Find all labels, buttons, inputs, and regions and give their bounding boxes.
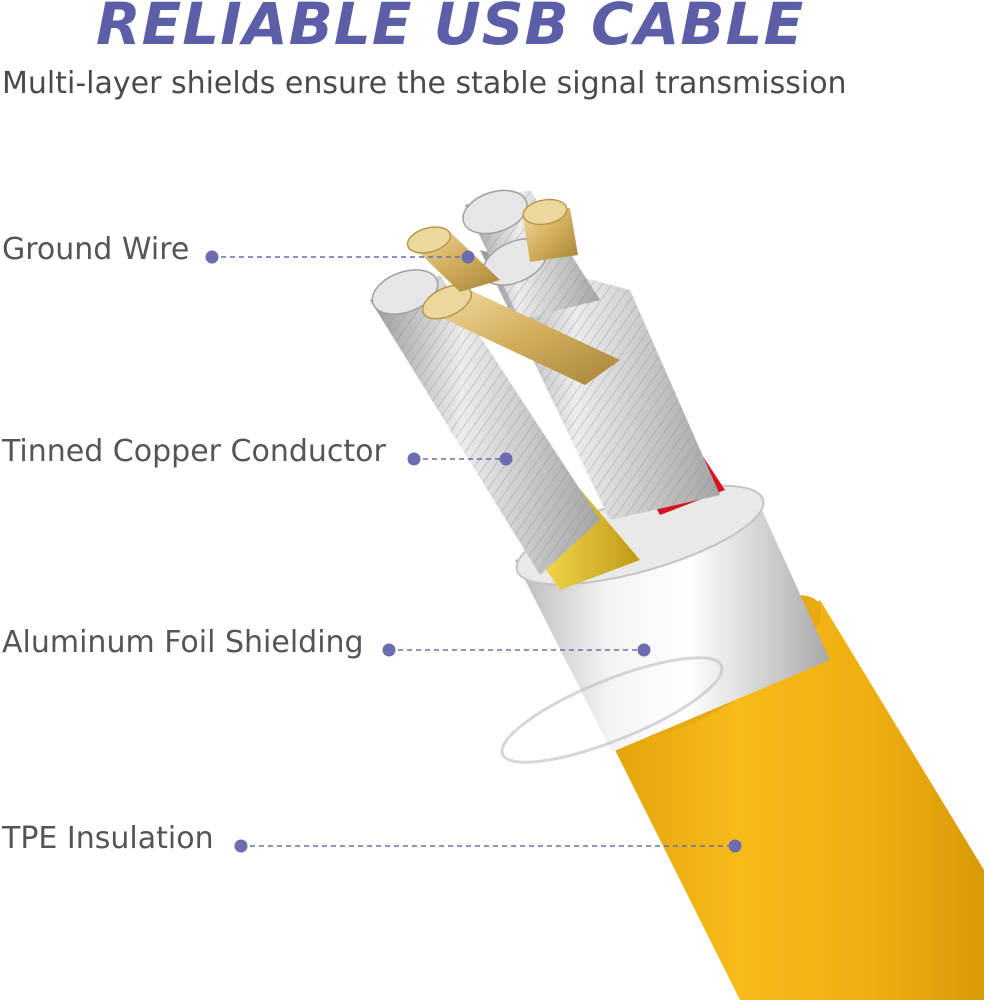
callout-label-tpe-insulation: TPE Insulation — [2, 821, 214, 856]
page-subtitle: Multi-layer shields ensure the stable si… — [2, 66, 847, 101]
foil-shade-line — [500, 656, 724, 764]
callout-aluminum-foil-line — [382, 643, 651, 657]
callout-tpe-insulation-line — [234, 839, 742, 853]
callout-dot — [499, 452, 513, 466]
strand-end-top — [462, 189, 528, 235]
gold-pin-body-front — [425, 290, 620, 385]
callout-dot — [728, 839, 742, 853]
callout-dot — [407, 452, 421, 466]
callout-label-tinned-copper-conductor: Tinned Copper Conductor — [2, 434, 386, 469]
strand-end-left — [371, 269, 439, 315]
callout-dot — [461, 250, 475, 264]
callout-ground-wire-line — [205, 250, 475, 264]
callout-tinned-copper-line — [407, 452, 513, 466]
silver-strand-twist-left — [370, 275, 600, 575]
gold-pin-right — [522, 198, 568, 226]
silver-strand-twist-right — [480, 250, 720, 520]
callout-dot — [205, 250, 219, 264]
callout-dot — [637, 643, 651, 657]
gold-pin-front — [421, 284, 473, 320]
gold-pin-left — [406, 226, 452, 254]
callout-label-aluminum-foil-shielding: Aluminum Foil Shielding — [2, 625, 364, 660]
page-title: RELIABLE USB CABLE — [96, 0, 805, 58]
callout-dot — [234, 839, 248, 853]
callout-label-ground-wire: Ground Wire — [2, 232, 190, 267]
callout-dot — [382, 643, 396, 657]
